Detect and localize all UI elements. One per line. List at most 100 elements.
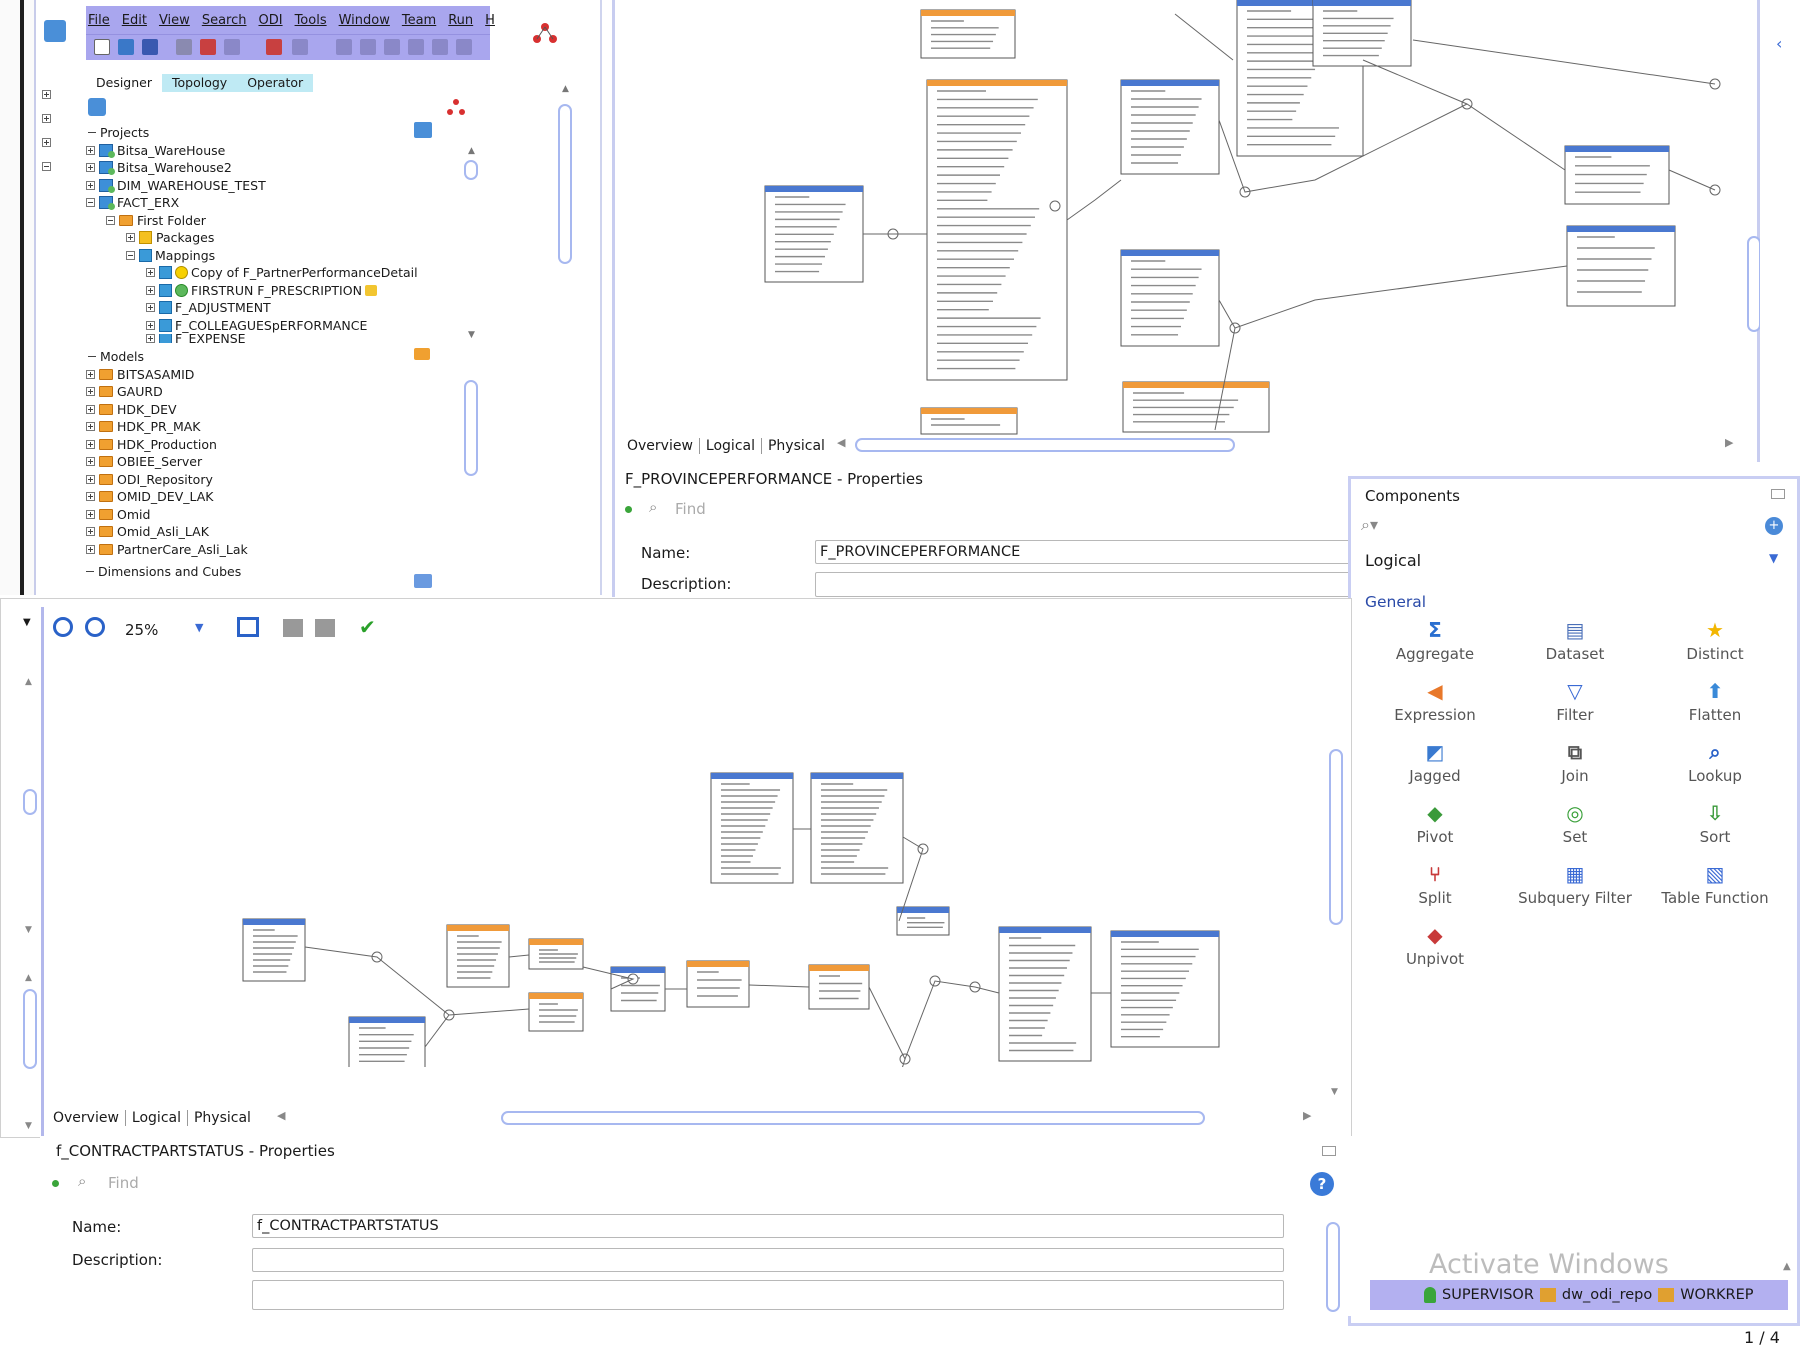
fit-to-window-icon[interactable]: [237, 617, 259, 637]
component-lookup[interactable]: ⌕Lookup: [1645, 741, 1785, 786]
tree-row-project[interactable]: Bitsa_WareHouse: [86, 142, 418, 160]
connection-icon[interactable]: [532, 22, 558, 44]
zoom-dropdown-icon[interactable]: ▼: [195, 621, 204, 634]
tool-icon-a[interactable]: [336, 39, 352, 55]
tree-row-model[interactable]: PartnerCare_Asli_Lak: [86, 541, 248, 559]
component-distinct[interactable]: ★Distinct: [1645, 619, 1785, 664]
tab-overview[interactable]: Overview: [47, 1110, 126, 1126]
datastore-node[interactable]: [446, 924, 510, 988]
datastore-node[interactable]: [810, 772, 904, 884]
menu-run[interactable]: Run: [448, 12, 474, 28]
tree-row-packages[interactable]: Packages: [86, 229, 418, 247]
datastore-node[interactable]: [1120, 249, 1220, 347]
bottom-properties-minimize-icon[interactable]: [1322, 1146, 1336, 1156]
tree-row-project[interactable]: FACT_ERX: [86, 194, 418, 212]
datastore-node[interactable]: [610, 966, 666, 1012]
navigator-scroll-up-icon[interactable]: ▲: [562, 84, 569, 94]
component-pivot[interactable]: ◆Pivot: [1365, 802, 1505, 847]
datastore-node[interactable]: [1110, 930, 1220, 1048]
menu-file[interactable]: File: [88, 12, 110, 28]
project-toolbar-icon[interactable]: [88, 98, 106, 116]
datastore-node[interactable]: [686, 960, 750, 1008]
datastore-node[interactable]: [528, 938, 584, 970]
zoom-in-icon[interactable]: [53, 617, 73, 637]
tab-logical[interactable]: Logical: [126, 1110, 188, 1126]
left-scrollbar-b[interactable]: [23, 989, 37, 1069]
datastore-node[interactable]: [808, 964, 870, 1010]
models-header[interactable]: Models: [86, 348, 248, 366]
datastore-node[interactable]: [1312, 0, 1412, 67]
component-unpivot[interactable]: ◆Unpivot: [1365, 924, 1505, 969]
validate-icon[interactable]: ✔: [359, 615, 376, 639]
left-scroll-down-b[interactable]: ▼: [25, 1121, 32, 1131]
tab-topology[interactable]: Topology: [162, 74, 238, 92]
components-section[interactable]: Logical: [1365, 551, 1422, 570]
components-section-dropdown-icon[interactable]: ▼: [1769, 551, 1779, 565]
component-sort[interactable]: ⇩Sort: [1645, 802, 1785, 847]
menu-tools[interactable]: Tools: [294, 12, 327, 28]
delete-icon[interactable]: [200, 39, 216, 55]
new-icon[interactable]: [94, 39, 110, 55]
tree-row-model[interactable]: HDK_Production: [86, 436, 248, 454]
bottom-description-input[interactable]: [252, 1248, 1284, 1272]
tab-designer[interactable]: Designer: [86, 74, 162, 92]
tree-row-model[interactable]: Omid: [86, 506, 248, 524]
menu-window[interactable]: Window: [338, 12, 390, 28]
tab-logical[interactable]: Logical: [700, 438, 762, 454]
menu-view[interactable]: View: [158, 12, 190, 28]
projects-add-icon[interactable]: [414, 122, 432, 138]
component-dataset[interactable]: ▤Dataset: [1505, 619, 1645, 664]
bottom-mapping-diagram[interactable]: ▼ 25% ▼ ✔ ▲ ▼ ▲ ▼ Overview Logical Physi…: [0, 598, 1352, 1138]
component-flatten[interactable]: ⬆Flatten: [1645, 680, 1785, 725]
component-expression[interactable]: ◀Expression: [1365, 680, 1505, 725]
tree-row-mapping[interactable]: F_EXPENSE: [86, 334, 418, 343]
top-scroll-left-icon[interactable]: ◀: [837, 436, 846, 449]
open-icon[interactable]: [118, 39, 134, 55]
tree-row-mapping[interactable]: FIRSTRUN F_PRESCRIPTION: [86, 282, 418, 300]
tree-row-model[interactable]: OMID_DEV_LAK: [86, 488, 248, 506]
datastore-node[interactable]: [710, 772, 794, 884]
tree-row-model[interactable]: OBIEE_Server: [86, 453, 248, 471]
tab-physical[interactable]: Physical: [193, 1110, 251, 1126]
tool-icon-f[interactable]: [456, 39, 472, 55]
tab-physical[interactable]: Physical: [767, 438, 825, 454]
components-minimize-icon[interactable]: [1771, 489, 1785, 499]
datastore-node[interactable]: [896, 906, 950, 936]
tree-settings-icon[interactable]: [446, 98, 466, 116]
tree-row-mapping[interactable]: F_COLLEAGUESpERFORMANCE: [86, 317, 418, 335]
models-scrollbar[interactable]: [464, 380, 478, 476]
zoom-out-icon[interactable]: [85, 617, 105, 637]
datastore-node[interactable]: [242, 918, 306, 982]
projects-scrollbar[interactable]: [464, 160, 478, 180]
datastore-node[interactable]: [998, 926, 1092, 1062]
tree-row-folder[interactable]: First Folder: [86, 212, 418, 230]
datastore-node[interactable]: [920, 9, 1016, 59]
component-jagged[interactable]: ◩Jagged: [1365, 741, 1505, 786]
top-diagram-canvas[interactable]: [615, 0, 1757, 440]
tree-row-model[interactable]: GAURD: [86, 383, 248, 401]
menu-team[interactable]: Team: [401, 12, 437, 28]
datastore-node[interactable]: [1122, 381, 1270, 433]
bottom-scroll-right-icon[interactable]: ▶: [1303, 1109, 1312, 1122]
bottom-diagram-canvas[interactable]: [47, 647, 1323, 1067]
top-find-input[interactable]: Find: [675, 500, 706, 518]
top-horizontal-scrollbar[interactable]: [855, 438, 1235, 452]
tool-icon-c[interactable]: [384, 39, 400, 55]
tree-row-mapping[interactable]: F_ADJUSTMENT: [86, 299, 418, 317]
datastore-node[interactable]: [1564, 145, 1670, 205]
tree-row-model[interactable]: BITSASAMID: [86, 366, 248, 384]
datastore-node[interactable]: [1566, 225, 1676, 307]
left-scroll-up-b[interactable]: ▲: [25, 973, 32, 983]
menu-odi[interactable]: ODI: [258, 12, 283, 28]
navigator-scrollbar[interactable]: [558, 104, 572, 264]
bottom-vertical-scrollbar[interactable]: [1329, 749, 1343, 925]
component-set[interactable]: ◎Set: [1505, 802, 1645, 847]
top-find-search-icon[interactable]: ⌕: [649, 498, 658, 516]
bottom-horizontal-scrollbar[interactable]: [501, 1111, 1205, 1125]
left-scrollbar-a[interactable]: [23, 789, 37, 815]
components-add-icon[interactable]: +: [1765, 517, 1783, 535]
left-scroll-up-a[interactable]: ▲: [25, 677, 32, 687]
cut-icon[interactable]: [176, 39, 192, 55]
layout-icon-a[interactable]: [283, 619, 303, 637]
